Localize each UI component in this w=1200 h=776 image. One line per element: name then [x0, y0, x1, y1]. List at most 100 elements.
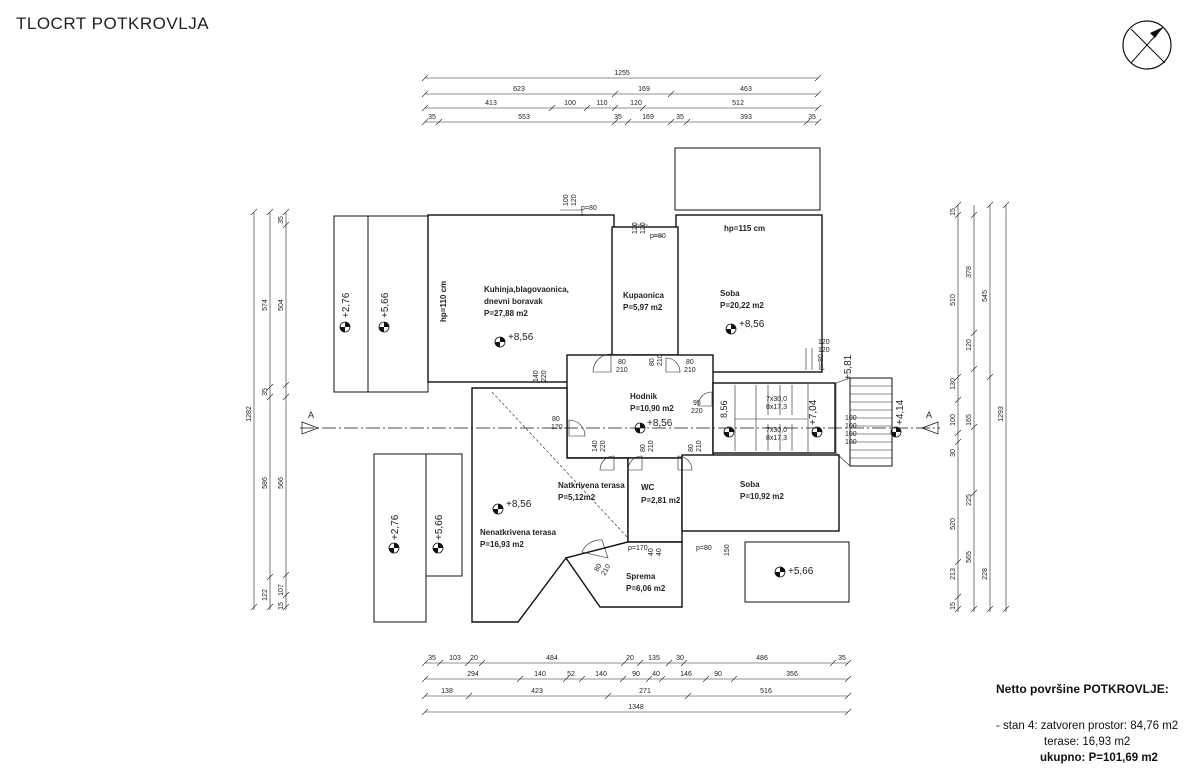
- summary-value: P=101,69 m2: [1088, 752, 1158, 764]
- opening-dim: 80: [640, 444, 647, 452]
- dim-text: 90: [632, 671, 640, 678]
- opening-dim: 40: [648, 548, 655, 556]
- summary-label: - stan 4: zatvoren prostor:: [996, 720, 1128, 732]
- dim-text: 504: [278, 299, 285, 311]
- dim-text: 423: [531, 688, 543, 695]
- stair-dim: 7x30,0: [766, 396, 787, 403]
- dim-text: 140: [595, 671, 607, 678]
- dim-text: 15: [950, 208, 957, 216]
- dim-text: 40: [652, 671, 660, 678]
- dim-text: 35: [808, 114, 816, 121]
- elevation-text: +8,56: [647, 418, 673, 429]
- room-name: Soba: [720, 289, 740, 298]
- north-arrow-icon: [1122, 20, 1172, 70]
- dim-text: 1282: [246, 406, 253, 422]
- dim-text: 130: [950, 378, 957, 390]
- elevation-text: +2,76: [341, 292, 352, 318]
- dim-text: 553: [518, 114, 530, 121]
- opening-dim: 210: [616, 367, 628, 374]
- dim-text: 165: [966, 414, 973, 426]
- dim-text: 122: [262, 589, 269, 601]
- opening-dim: 120: [818, 339, 830, 346]
- opening-dim: 210: [684, 367, 696, 374]
- dim-text: 35: [428, 655, 436, 662]
- stair-dim: 7x30,0: [766, 427, 787, 434]
- room-name: Nenatkrivena terasa: [480, 528, 557, 537]
- dim-text: 20: [626, 655, 634, 662]
- room-name: Hodnik: [630, 392, 658, 401]
- dim-text: 510: [950, 294, 957, 306]
- section-label-right: A: [926, 410, 932, 420]
- opening-dim: 80: [552, 416, 560, 423]
- dim-text: 100: [950, 414, 957, 426]
- dim-text: 566: [278, 477, 285, 489]
- elevation-text: +5,66: [380, 292, 391, 318]
- room-area: P=10,92 m2: [740, 492, 784, 501]
- dim-text: 225: [966, 494, 973, 506]
- drawing-title: TLOCRT POTKROVLJA: [16, 14, 210, 33]
- stair-dim: 8,56: [719, 400, 729, 418]
- dim-text: 484: [546, 655, 558, 662]
- room-name: Kupaonica: [623, 291, 664, 300]
- dim-text: 35: [262, 388, 269, 396]
- opening-dim: 210: [657, 354, 664, 366]
- dim-text: 107: [278, 584, 285, 596]
- dim-text: 120: [630, 100, 642, 107]
- left-dimensions: [250, 208, 290, 611]
- dim-text: 623: [513, 86, 525, 93]
- dim-text: 393: [740, 114, 752, 121]
- dim-text: 15: [950, 602, 957, 610]
- dim-text: 413: [485, 100, 497, 107]
- opening-dim: p=80: [818, 354, 825, 370]
- elevation-text: +5,66: [434, 514, 445, 540]
- elevation-text: +5,81: [843, 354, 854, 380]
- dim-text: 120: [966, 339, 973, 351]
- opening-dim: 120: [551, 424, 563, 431]
- dim-text: 271: [639, 688, 651, 695]
- dim-text: 30: [950, 449, 957, 457]
- opening-dim: p=80: [650, 233, 666, 240]
- elevation-marker-icon: [339, 321, 902, 578]
- dim-text: 213: [950, 568, 957, 580]
- dim-text: 146: [680, 671, 692, 678]
- dim-text: 378: [966, 266, 973, 278]
- dim-text: 30: [676, 655, 684, 662]
- dim-text: 35: [676, 114, 684, 121]
- opening-dim: 80: [688, 444, 695, 452]
- opening-dim: 80: [618, 359, 626, 366]
- opening-dim: p=80: [581, 205, 597, 212]
- opening-dim: 80: [686, 359, 694, 366]
- opening-dim: 210: [648, 440, 655, 452]
- opening-dim: 120: [640, 222, 647, 234]
- opening-dim: 120: [818, 347, 830, 354]
- section-label-left: A: [308, 410, 314, 420]
- elevation-text: +4,14: [895, 399, 906, 425]
- opening-dim: 220: [691, 408, 703, 415]
- elevation-text: +8,56: [739, 319, 765, 330]
- room-height: hp=115 cm: [724, 224, 765, 233]
- elevation-text: +8,56: [508, 332, 534, 343]
- dim-text: 15: [278, 602, 285, 610]
- opening-dim: 100: [845, 415, 857, 422]
- dim-text: 545: [982, 290, 989, 302]
- opening-dim: 220: [541, 370, 548, 382]
- dim-text: 516: [760, 688, 772, 695]
- dim-text: 103: [449, 655, 461, 662]
- summary-row-total: ukupno: P=101,69 m2: [996, 750, 1196, 766]
- room-area: P=20,22 m2: [720, 301, 764, 310]
- bottom-dimensions: [425, 662, 848, 713]
- room-area: P=5,12m2: [558, 493, 596, 502]
- elevation-text: +5,66: [788, 566, 814, 577]
- dim-text: 169: [642, 114, 654, 121]
- dim-text: 1348: [628, 704, 644, 711]
- dim-text: 20: [470, 655, 478, 662]
- dim-text: 169: [638, 86, 650, 93]
- summary-label: ukupno:: [1040, 752, 1086, 764]
- room-area: P=5,97 m2: [623, 303, 663, 312]
- opening-dim: 150: [724, 544, 731, 556]
- elevation-text: +2,76: [390, 514, 401, 540]
- dim-text: 35: [838, 655, 846, 662]
- summary-row-closed: - stan 4: zatvoren prostor: 84,76 m2: [996, 718, 1196, 734]
- dim-text: 140: [534, 671, 546, 678]
